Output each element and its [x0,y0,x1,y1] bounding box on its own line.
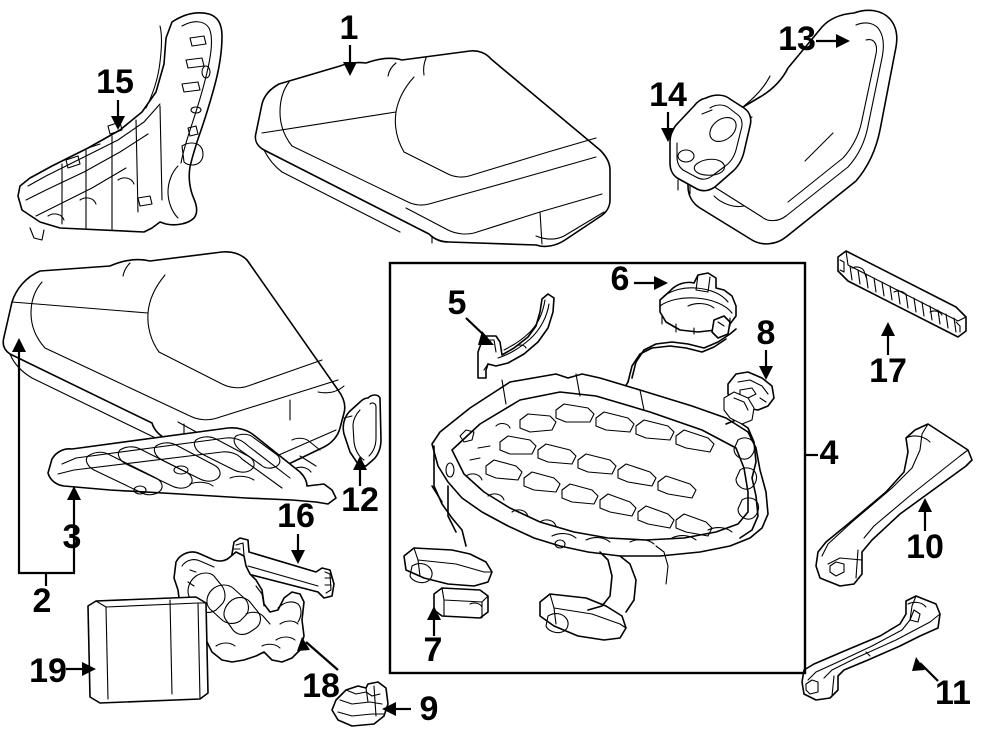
callout-17[interactable]: 17 [869,322,907,390]
part-seat-control-module-cover[interactable] [433,587,489,619]
part-seat-track-finish-molding[interactable] [837,250,967,338]
callout-8[interactable]: 8 [757,314,776,380]
callout-15[interactable]: 15 [96,63,134,130]
part-seat-track-end-cap[interactable] [331,681,389,727]
callout-number-17: 17 [869,352,907,390]
callout-number-15: 15 [96,63,134,101]
callout-number-16: 16 [277,497,315,535]
callout-3[interactable]: 3 [63,486,82,556]
part-seat-track-adjuster-assembly[interactable] [403,373,769,641]
callout-number-11: 11 [935,674,971,712]
callout-number-7: 7 [424,631,443,669]
part-seat-hinge-bracket[interactable] [342,394,382,467]
part-seat-side-shield-panel[interactable] [87,596,209,704]
callout-16[interactable]: 16 [277,497,315,564]
callout-10[interactable]: 10 [906,498,944,566]
inset-boundary-box [388,261,807,675]
callout-number-3: 3 [63,518,82,556]
callout-1[interactable]: 1 [340,9,359,76]
part-seat-back-frame-trim[interactable] [17,12,223,241]
callout-number-1: 1 [340,9,359,47]
callout-14[interactable]: 14 [649,76,687,142]
callout-12[interactable]: 12 [341,456,379,519]
callout-number-5: 5 [448,284,467,322]
part-seat-track-outer-cover[interactable] [815,423,973,587]
callout-13[interactable]: 13 [778,20,850,58]
callout-number-14: 14 [649,76,687,114]
callout-number-9: 9 [420,690,439,728]
callout-number-2: 2 [33,582,52,620]
part-seat-wire-harness-bracket[interactable] [477,293,555,379]
callout-number-19: 19 [29,652,67,690]
callout-18[interactable]: 18 [297,637,340,705]
callout-9[interactable]: 9 [382,690,438,728]
callout-number-18: 18 [302,667,340,705]
callout-11[interactable]: 11 [912,657,971,712]
callout-7[interactable]: 7 [424,606,443,669]
part-seat-cushion-frame-pan[interactable] [47,427,337,505]
part-seat-switch-bezel[interactable] [669,94,752,195]
callout-2[interactable]: 2 [12,338,76,620]
part-seat-back-side-trim-panel[interactable] [687,9,898,245]
callout-number-13: 13 [778,20,816,58]
callout-5[interactable]: 5 [448,284,494,345]
callout-number-8: 8 [757,314,776,352]
part-seat-adjuster-motor[interactable] [659,272,737,335]
part-seat-cushion-pad-upper[interactable] [254,50,611,248]
callout-number-10: 10 [906,528,944,566]
callout-6[interactable]: 6 [611,260,668,298]
callout-number-12: 12 [341,481,379,519]
callout-number-6: 6 [611,260,630,298]
callout-number-4: 4 [820,434,839,472]
callout-4[interactable]: 4 [805,434,839,472]
callout-19[interactable]: 19 [29,652,96,690]
part-seat-track-rear-cover[interactable] [801,595,941,701]
